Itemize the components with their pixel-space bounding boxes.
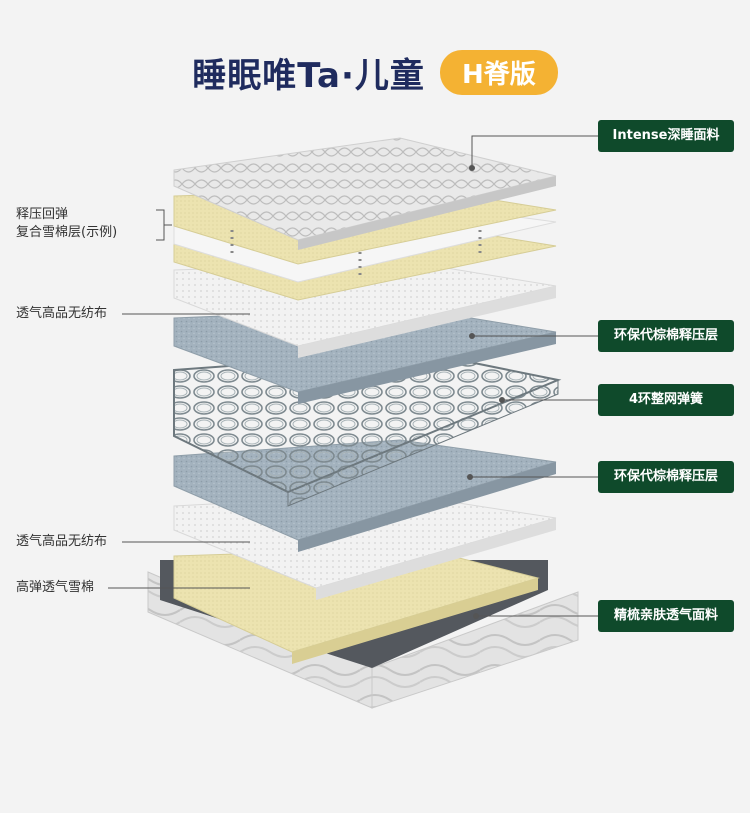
nonwoven-top-label: 透气高品无纺布 (16, 306, 108, 321)
comfort-layer-label-line1: 释压回弹 (16, 207, 69, 222)
product-name: 睡眠唯Ta·儿童 (192, 56, 425, 96)
top-quilted-fabric (173, 137, 557, 250)
pressure-layer-top-label: 环保代棕棉释压层 (598, 320, 734, 352)
high-elastic-cotton-label: 高弹透气雪棉 (16, 580, 95, 595)
spring-label: 4环整网弹簧 (598, 384, 734, 416)
bottom-fabric-label: 精梳亲肤透气面料 (598, 600, 734, 632)
comfort-layer-label-line2: 复合雪棉层(示例) (16, 225, 118, 240)
leader-dots (467, 165, 505, 619)
version-badge: H脊版 (440, 50, 558, 95)
comfort-layer-label: 释压回弹 复合雪棉层(示例) (16, 206, 117, 242)
nonwoven-bottom-label: 透气高品无纺布 (16, 534, 108, 549)
pressure-layer-bottom-label: 环保代棕棉释压层 (598, 461, 734, 493)
top-fabric-label: Intense深睡面料 (598, 120, 734, 152)
leader-lines (108, 135, 598, 617)
page-title: 睡眠唯Ta·儿童 H脊版 (0, 48, 750, 97)
